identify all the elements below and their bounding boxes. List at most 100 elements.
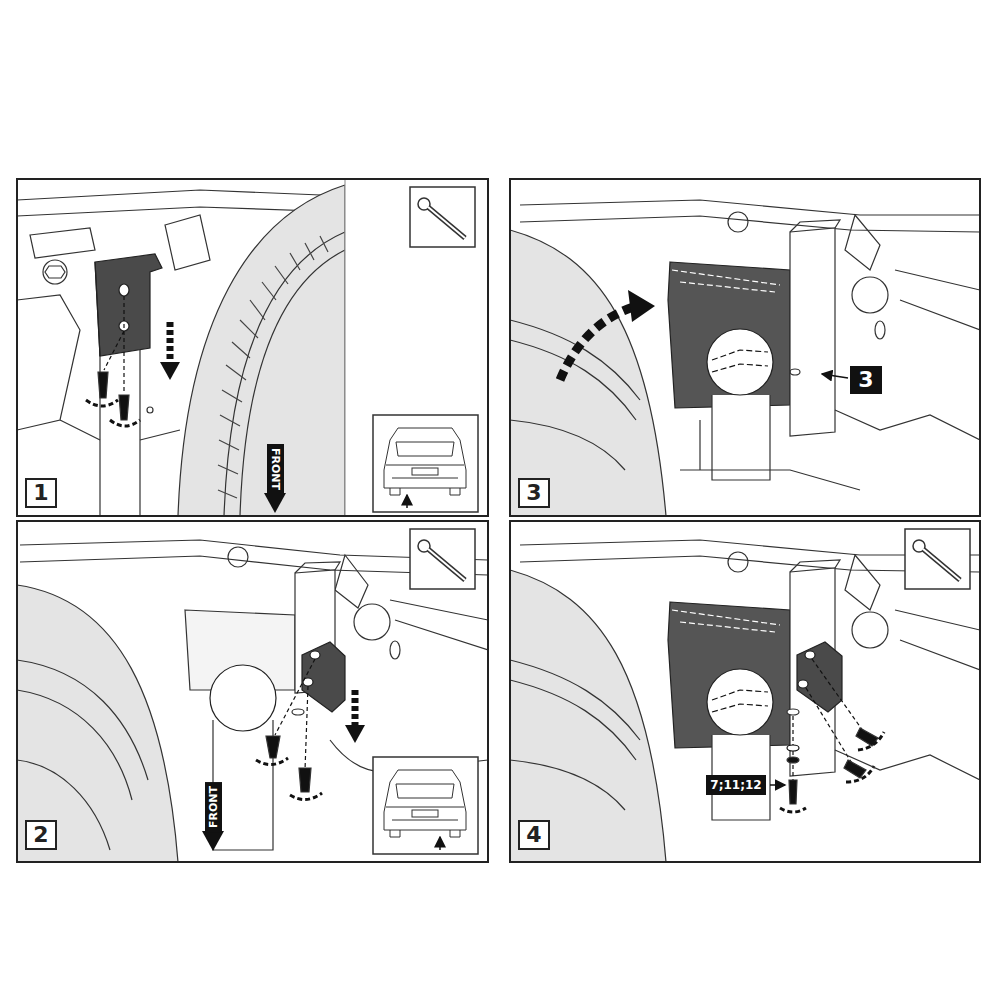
- panel-two-art-part: [275, 659, 315, 770]
- panel-four-art-part: [797, 642, 842, 712]
- panel-two-art-part: [17, 660, 148, 850]
- vehicle-rear-view-part: [406, 495, 408, 508]
- panel-four-art-part: [712, 690, 768, 712]
- panel-two-art-part: [292, 709, 304, 715]
- vehicle-rear-view: [384, 428, 466, 508]
- panel-two-art-part: [352, 690, 359, 725]
- panel-three-art-part: [707, 329, 773, 395]
- panel-one-art-part: [60, 420, 180, 440]
- panel-one-art-part: [86, 400, 118, 406]
- panel-one-art: [17, 179, 488, 516]
- panel-one-art-part: [160, 362, 180, 380]
- panel-one-art-part: [119, 395, 129, 420]
- panel-four-art-part: [846, 766, 874, 782]
- panel-four-art-part: [790, 560, 840, 572]
- panel-two-art-part: [266, 736, 280, 758]
- panel-one-art-part: [224, 232, 345, 516]
- panel-four-art-part: [787, 709, 799, 715]
- callout-number: 7;11;12: [706, 775, 765, 795]
- panel-two-art-part: [345, 725, 365, 743]
- panel-two-art-part: [290, 793, 322, 800]
- vehicle-rear-view-part: [384, 770, 466, 830]
- panel-three-art-part: [852, 277, 888, 313]
- panel-one-art-part: [119, 284, 129, 296]
- panel-one-art-part: [45, 266, 65, 278]
- panel-one-art-part: [218, 236, 328, 498]
- panel-four-art-part: [672, 610, 780, 632]
- panel-three-art-part: [712, 350, 768, 372]
- panel-frames: [17, 179, 980, 862]
- vehicle-rear-view-part: [412, 810, 438, 817]
- panel-three-art-part: [520, 216, 980, 232]
- tool-icon-box: [905, 529, 970, 589]
- vehicle-rear-view-part: [396, 442, 454, 456]
- vehicle-rear-view-part: [390, 830, 460, 837]
- panel-one-art-part: [264, 493, 286, 513]
- panel-one-art-part: [167, 322, 174, 362]
- ratchet-icon-part: [923, 549, 960, 580]
- panel-two-art-part: [310, 651, 320, 659]
- panel-two-art-part: [17, 585, 178, 862]
- panel-four-art-part: [835, 750, 980, 780]
- ratchet-icon: [418, 198, 465, 238]
- panel-three-art-part: [560, 305, 640, 380]
- panel-frames-part: [510, 521, 980, 862]
- ratchet-icon-part: [428, 549, 465, 580]
- vehicle-rear-view-part: [412, 468, 438, 475]
- panel-three-art-part: [895, 270, 980, 330]
- step-number: 2: [25, 820, 56, 850]
- ratchet-icon-part: [923, 549, 960, 580]
- vehicle-inset-box: [373, 757, 478, 854]
- panel-three-art-part: [680, 420, 860, 490]
- step-number: 3: [518, 478, 549, 508]
- panel-one-art-part: [98, 372, 108, 398]
- panel-one-art-part: [165, 215, 210, 270]
- panel-one-art-part: [95, 262, 100, 356]
- panel-one-art-part: [43, 260, 67, 284]
- panel-one-art-part: [178, 185, 345, 516]
- panel-one-art-part: [110, 420, 140, 426]
- panel-four-art-part: [789, 780, 797, 804]
- panel-four-art-part: [852, 612, 888, 648]
- vehicle-rear-view-part: [386, 807, 464, 820]
- vehicle-rear-view: [384, 770, 466, 850]
- panel-two-art-part: [299, 768, 311, 792]
- panel-four-art-part: [780, 808, 806, 812]
- panel-four-art-part: [798, 680, 808, 688]
- step-number: 1: [25, 478, 56, 508]
- panel-three-art-part: [520, 200, 980, 215]
- panel-one-art-part: [95, 254, 162, 356]
- panel-four-art-part: [858, 732, 884, 750]
- panel-one-art-part: [344, 179, 345, 516]
- panel-four-art-part: [787, 757, 799, 763]
- panel-four-art-part: [806, 659, 866, 765]
- vehicle-rear-view-part: [390, 488, 460, 495]
- panel-four-art-part: [787, 745, 799, 751]
- vehicle-rear-view-part: [384, 428, 466, 488]
- panel-two-art-part: [202, 831, 224, 851]
- panel-frames-part: [510, 179, 980, 516]
- panel-three-art-part: [822, 374, 848, 378]
- step-number: 4: [518, 820, 549, 850]
- panel-three-art-part: [628, 290, 655, 322]
- vehicle-inset-box: [373, 415, 478, 512]
- panel-four-art-part: [805, 651, 815, 659]
- vehicle-rear-view-part: [396, 784, 454, 798]
- panel-two-art-part: [210, 665, 276, 731]
- panel-three-art-part: [510, 230, 666, 516]
- panel-one-art-part: [240, 250, 345, 516]
- panel-three-art-part: [790, 369, 800, 375]
- panel-three-art-part: [875, 321, 885, 339]
- panel-two-art-part: [354, 604, 390, 640]
- panel-three-art: [510, 200, 980, 516]
- tool-icon-box: [410, 187, 475, 247]
- panel-two-art-part: [390, 600, 488, 650]
- front-direction-label: FRONT: [205, 782, 222, 832]
- panel-two-art-part: [256, 758, 288, 765]
- panel-one-art-part: [345, 179, 488, 516]
- ratchet-icon: [418, 540, 465, 580]
- panel-four-art-part: [668, 602, 790, 748]
- front-direction-label: FRONT: [267, 444, 284, 494]
- panel-four-art-part: [510, 660, 640, 810]
